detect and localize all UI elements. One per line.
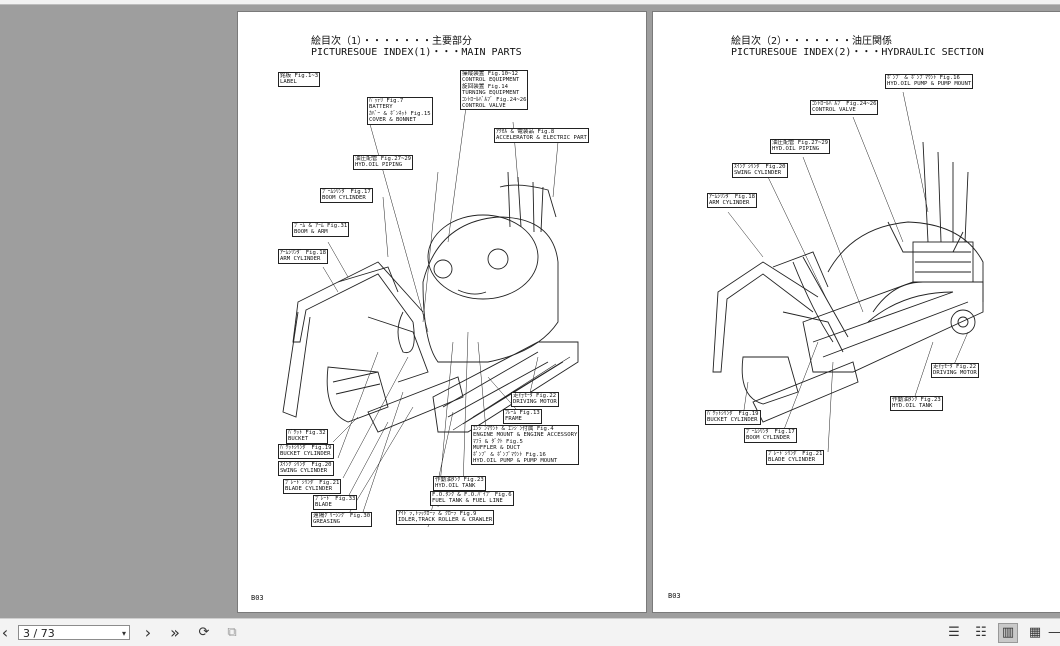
- label-fuel-tank: F.O.ﾀﾝｸ & F.O.ﾊﾟｲﾌﾟ Fig.6 FUEL TANK & FU…: [430, 491, 514, 506]
- label-bucket-cylinder: ﾊﾞｹｯﾄｼﾘﾝﾀﾞ Fig.19 BUCKET CYLINDER: [705, 410, 761, 425]
- two-page-continuous-view-button[interactable]: ▦: [1025, 623, 1045, 643]
- label-boom-arm: ﾌﾞｰﾑ & ｱｰﾑ Fig.31 BOOM & ARM: [292, 222, 350, 237]
- label-control-valve: ｺﾝﾄﾛｰﾙﾊﾞﾙﾌﾞ Fig.24~26 CONTROL VALVE: [810, 100, 879, 115]
- label-hyd-oil-tank: 作動油ﾀﾝｸ Fig.23 HYD.OIL TANK: [890, 396, 943, 411]
- fit-page-icon[interactable]: ⧉: [227, 625, 237, 640]
- zoom-out-icon[interactable]: —: [1048, 625, 1060, 640]
- continuous-view-button[interactable]: ☷: [971, 623, 991, 643]
- label-battery-cover: ﾊﾞｯﾃﾘ Fig.7 BATTERY ｶﾊﾞｰ & ﾎﾞﾝﾈｯﾄ Fig.15…: [367, 97, 433, 125]
- chevron-down-icon: ▾: [121, 629, 126, 638]
- page-2-footer: B03: [668, 592, 681, 600]
- label-swing-cylinder: ｽｲﾝｸﾞｼﾘﾝﾀﾞ Fig.20 SWING CYLINDER: [278, 461, 334, 476]
- label-blade-cylinder: ﾌﾞﾚｰﾄﾞｼﾘﾝﾀﾞ Fig.21 BLADE CYLINDER: [766, 450, 825, 465]
- single-page-view-button[interactable]: ☰: [944, 623, 964, 643]
- label-frame: ﾌﾚｰﾑ Fig.13 FRAME: [503, 409, 542, 424]
- label-boom-cylinder: ﾌﾞｰﾑｼﾘﾝﾀﾞ Fig.17 BOOM CYLINDER: [744, 428, 797, 443]
- two-page-continuous-icon: ▦: [1028, 625, 1042, 640]
- page-2-title-japanese: 絵目次（2）・・・・・・・油圧関係: [731, 36, 893, 47]
- label-greasing: 遠隔ｸﾞﾘｰｼﾝｸﾞ Fig.30 GREASING: [311, 512, 373, 527]
- rotate-icon[interactable]: ⟳: [198, 625, 210, 640]
- label-engine-mount: ｴﾝｼﾞﾝﾏｳﾝﾄ & ｴﾝｼﾞﾝ付属 Fig.4 ENGINE MOUNT &…: [471, 425, 580, 466]
- page-1[interactable]: 絵目次（1）・・・・・・・主要部分 PICTURESOUE INDEX(1)・・…: [238, 12, 646, 612]
- label-hyd-oil-piping: 油圧配管 Fig.27~29 HYD.OIL PIPING: [353, 155, 414, 170]
- label-swing-cylinder: ｽｲﾝｸﾞｼﾘﾝﾀﾞ Fig.20 SWING CYLINDER: [732, 163, 788, 178]
- document-viewport[interactable]: 絵目次（1）・・・・・・・主要部分 PICTURESOUE INDEX(1)・・…: [0, 0, 1060, 618]
- bottom-toolbar: ‹ 3 / 73 ▾ › » ⟳ ⧉ ☰ ☷ ▥ ▦ —: [0, 618, 1060, 646]
- page-number-value: 3 / 73: [23, 627, 55, 640]
- page-number-select[interactable]: 3 / 73 ▾: [18, 625, 130, 640]
- label-nameplate: 銘板 Fig.1~3 LABEL: [278, 72, 321, 87]
- top-edge: [0, 0, 1060, 5]
- page-1-title-japanese: 絵目次（1）・・・・・・・主要部分: [311, 36, 473, 47]
- label-blade: ﾌﾞﾚｰﾄﾞ Fig.33 BLADE: [313, 495, 358, 510]
- main-parts-drawing: [282, 91, 579, 528]
- label-hyd-oil-tank: 作動油ﾀﾝｸ Fig.23 HYD.OIL TANK: [433, 476, 486, 491]
- page-2[interactable]: 絵目次（2）・・・・・・・油圧関係 PICTURESOUE INDEX(2)・・…: [653, 12, 1060, 612]
- page-2-title-english: PICTURESOUE INDEX(2)・・・HYDRAULIC SECTION: [731, 47, 984, 58]
- label-arm-cylinder: ｱｰﾑｼﾘﾝﾀﾞ Fig.18 ARM CYLINDER: [707, 193, 757, 208]
- chevron-right-icon[interactable]: ›: [144, 623, 152, 642]
- label-arm-cylinder: ｱｰﾑｼﾘﾝﾀﾞ Fig.18 ARM CYLINDER: [278, 249, 328, 264]
- two-page-view-button[interactable]: ▥: [998, 623, 1018, 643]
- two-page-icon: ▥: [1001, 625, 1015, 640]
- single-page-icon: ☰: [948, 625, 960, 640]
- label-idler-track: ｱｲﾄﾞﾗ,ﾄﾗｯｸﾛｰﾗ & ｸﾛｰﾗ Fig.9 IDLER,TRACK R…: [396, 510, 495, 525]
- label-control-equipment: 操縦装置 Fig.10~12 CONTROL EQUIPMENT 旋回装置 Fi…: [460, 70, 529, 111]
- label-blade-cylinder: ﾌﾞﾚｰﾄﾞｼﾘﾝﾀﾞ Fig.21 BLADE CYLINDER: [283, 479, 342, 494]
- continuous-page-icon: ☷: [975, 625, 987, 640]
- label-hyd-oil-piping: 油圧配管 Fig.27~29 HYD.OIL PIPING: [770, 139, 831, 154]
- label-bucket: ﾊﾞｹｯﾄ Fig.32 BUCKET: [286, 429, 328, 444]
- last-page-icon[interactable]: »: [170, 623, 180, 642]
- hydraulic-section-drawing: [712, 91, 984, 453]
- page-1-footer: B03: [251, 594, 264, 602]
- chevron-left-icon[interactable]: ‹: [1, 623, 9, 642]
- label-accelerator: ｱｸｾﾙ & 電装品 Fig.8 ACCELERATOR & ELECTRIC …: [494, 128, 589, 143]
- label-driving-motor: 走行ﾓｰﾀ Fig.22 DRIVING MOTOR: [931, 363, 979, 378]
- label-boom-cylinder: ﾌﾞｰﾑｼﾘﾝﾀﾞ Fig.17 BOOM CYLINDER: [320, 188, 373, 203]
- label-driving-motor: 走行ﾓｰﾀ Fig.22 DRIVING MOTOR: [511, 392, 559, 407]
- page-1-title-english: PICTURESOUE INDEX(1)・・・MAIN PARTS: [311, 47, 522, 58]
- label-pump-mount: ﾎﾟﾝﾌﾟ & ﾎﾟﾝﾌﾟﾏｳﾝﾄ Fig.16 HYD.OIL PUMP & …: [885, 74, 974, 89]
- label-bucket-cylinder: ﾊﾞｹｯﾄｼﾘﾝﾀﾞ Fig.19 BUCKET CYLINDER: [278, 444, 334, 459]
